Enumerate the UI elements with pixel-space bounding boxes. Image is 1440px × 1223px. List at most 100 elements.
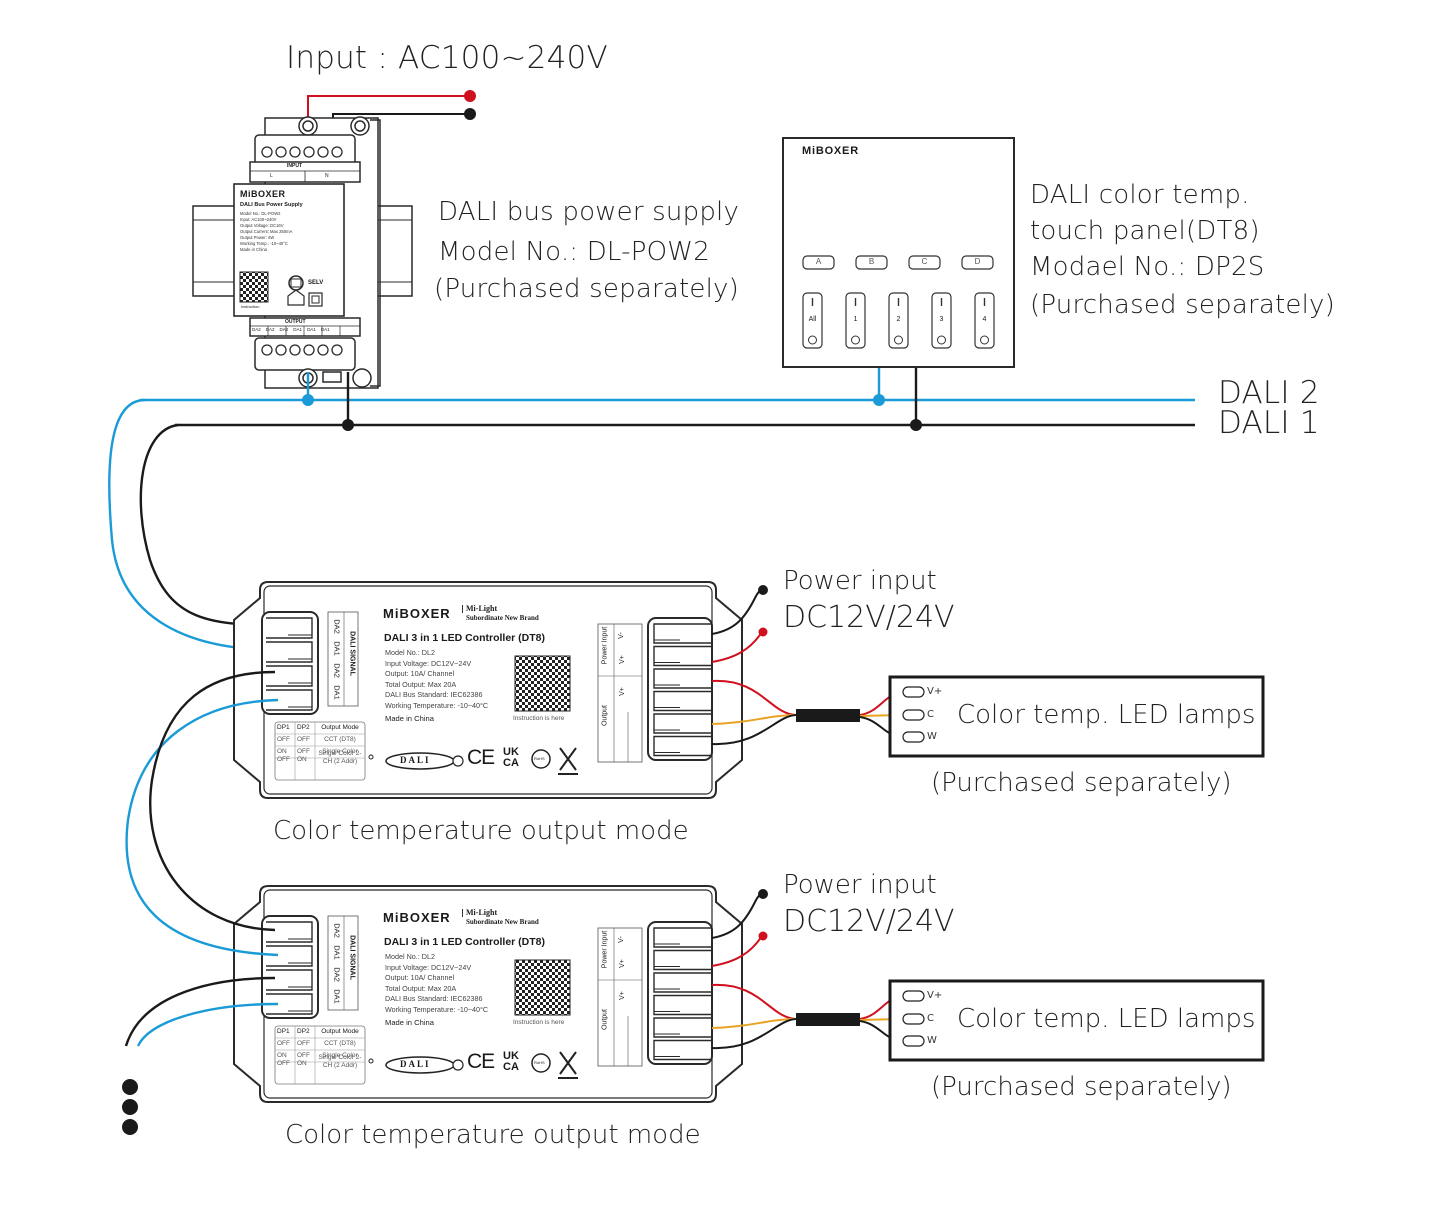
dali-mark-text: DALI	[400, 1059, 431, 1069]
input-voltage-label: Input : AC100~240V	[286, 40, 608, 76]
dip-table-cell: OFF	[277, 736, 290, 743]
rohs-mark: RoHS	[534, 756, 545, 761]
dali-screw-terminal[interactable]	[266, 617, 313, 639]
zone-button-4-label[interactable]: 4	[982, 316, 987, 323]
output-screw-terminal[interactable]	[653, 668, 712, 689]
dip-table-cell: Single Color 2-CH (2 Addr)	[318, 1054, 362, 1069]
rohs-mark: RoHS	[534, 1060, 545, 1065]
ellipsis-vertical-icon	[122, 1079, 138, 1135]
dali-signal-label-box	[327, 915, 359, 1011]
controller-caption: Color temperature output mode	[285, 1120, 701, 1150]
zone-button-3-label[interactable]: 3	[939, 316, 944, 323]
lamp-label: Color temp. LED lamps	[957, 700, 1256, 730]
sub-brand-2: Subordinate New Brand	[466, 918, 539, 926]
scene-button-d-label[interactable]: D	[974, 257, 981, 266]
output-terminal: DA1	[307, 327, 316, 332]
dali-terminal-label: DA2	[332, 619, 342, 634]
output-v-plus-wire	[711, 679, 797, 716]
qr-caption: Instruction is here	[513, 1019, 565, 1026]
output-screw-terminal[interactable]	[653, 949, 712, 971]
dali-screw-terminal[interactable]	[266, 921, 313, 943]
dali2-continuation	[136, 1002, 279, 1047]
zone-button-1-label[interactable]: 1	[853, 316, 858, 323]
output-cw-wire	[711, 714, 797, 725]
qr-caption: Instruction is here	[513, 715, 565, 722]
power-supply-model-line: Model No.: DL-POW2	[438, 237, 710, 267]
dali2-label: DALI 2	[1218, 375, 1320, 411]
dali-screw-terminal[interactable]	[266, 689, 313, 711]
dip-table-header: Output Mode	[321, 724, 359, 731]
output-screw-terminal[interactable]	[653, 994, 712, 1016]
output-terminal-label: V+	[618, 991, 626, 1000]
controller-qr-code[interactable]	[514, 655, 571, 712]
controller-spec-line: Input Voltage: DC12V~24V	[385, 962, 472, 972]
output-screw-terminal[interactable]	[653, 623, 712, 644]
output-group-label: Output	[601, 705, 609, 727]
power-input-label: Power input	[783, 870, 937, 900]
output-screw-terminal[interactable]	[653, 927, 712, 948]
scene-button-a-label[interactable]: A	[815, 257, 822, 266]
scene-button-c-label[interactable]: C	[921, 257, 928, 266]
dip-table-header: DP2	[297, 724, 310, 731]
mounting-hole	[368, 1058, 374, 1064]
rohs-icon	[531, 1053, 551, 1073]
dali1-link-1-to-2	[149, 670, 276, 932]
controller-spec-line: Output: 10A/ Channel	[385, 973, 455, 983]
output-screw-terminal[interactable]	[653, 1017, 712, 1038]
lamp-pin-label: V+	[927, 990, 943, 1001]
touch-panel-title-line: DALI color temp.	[1030, 180, 1250, 210]
dip-table-cell: OFF	[277, 1040, 290, 1047]
sub-brand-2: Subordinate New Brand	[466, 614, 539, 622]
power-terminal-label: V+	[618, 655, 626, 664]
spec-line: Output Power: 4W	[240, 235, 275, 240]
zone-button-all-label[interactable]: All	[808, 316, 817, 323]
output-screw-terminal[interactable]	[653, 645, 712, 667]
power-supply-purchase-note: (Purchased separately)	[434, 274, 739, 304]
output-screw-terminal[interactable]	[653, 713, 712, 734]
controller-spec-line: Input Voltage: DC12V~24V	[385, 658, 472, 668]
dip-table-header: DP1	[277, 1028, 290, 1035]
power-supply-qr-code	[239, 271, 269, 303]
power-supply-output-header: OUTPUT	[285, 319, 306, 325]
output-screw-terminal[interactable]	[653, 735, 712, 757]
dali-screw-terminal[interactable]	[266, 665, 313, 687]
power-supply-qr-caption: Instruction	[241, 304, 260, 309]
zone-button-2-label[interactable]: 2	[896, 316, 901, 323]
ce-mark: CE	[467, 746, 495, 769]
dip-table-cell: ON	[277, 1052, 287, 1059]
dali-screw-terminal[interactable]	[266, 969, 313, 991]
output-terminal: DA2	[252, 327, 261, 332]
controller-caption: Color temperature output mode	[273, 816, 689, 846]
dip-table-cell: Single Color	[322, 748, 358, 755]
dali2-badge-icon	[452, 1059, 464, 1071]
dali-screw-terminal[interactable]	[266, 945, 313, 967]
lamp-pin-label: C	[927, 709, 934, 720]
dali-mark-text: DALI	[400, 755, 431, 765]
sub-brand-1: Mi-Light	[462, 605, 497, 613]
power-supply-input-header: INPUT	[287, 163, 302, 169]
controller-spec-line: Output: 10A/ Channel	[385, 669, 455, 679]
power-supply-brand: MiBOXER	[240, 189, 286, 199]
dali-screw-terminal[interactable]	[266, 993, 313, 1015]
dip-switch-table	[274, 1025, 366, 1085]
output-screw-terminal[interactable]	[653, 1039, 712, 1061]
lamp-purchase-note: (Purchased separately)	[931, 768, 1232, 798]
output-ww-wire	[711, 1018, 797, 1050]
dip-switch-table	[274, 721, 366, 781]
dip-table-cell: CCT (DT8)	[324, 1040, 356, 1047]
led-lamp-box	[888, 979, 1265, 1062]
mounting-hole	[368, 754, 374, 760]
controller-qr-code[interactable]	[514, 959, 571, 1016]
spec-line: Output Current: Max 250mA	[240, 229, 293, 234]
power-negative-dot	[758, 585, 768, 595]
lamp-pin-label: W	[927, 731, 937, 742]
output-screw-terminal[interactable]	[653, 972, 712, 993]
dali-screw-terminal[interactable]	[266, 641, 313, 663]
output-group-label: Output	[601, 1009, 609, 1031]
lamp-pin-label: V+	[927, 686, 943, 697]
ukca-mark: UK CA	[503, 1050, 519, 1073]
output-screw-terminal[interactable]	[653, 690, 712, 712]
spec-line: Made in China	[240, 247, 268, 252]
scene-button-b-label[interactable]: B	[868, 257, 875, 266]
dip-table-cell: Single Color	[322, 1052, 358, 1059]
